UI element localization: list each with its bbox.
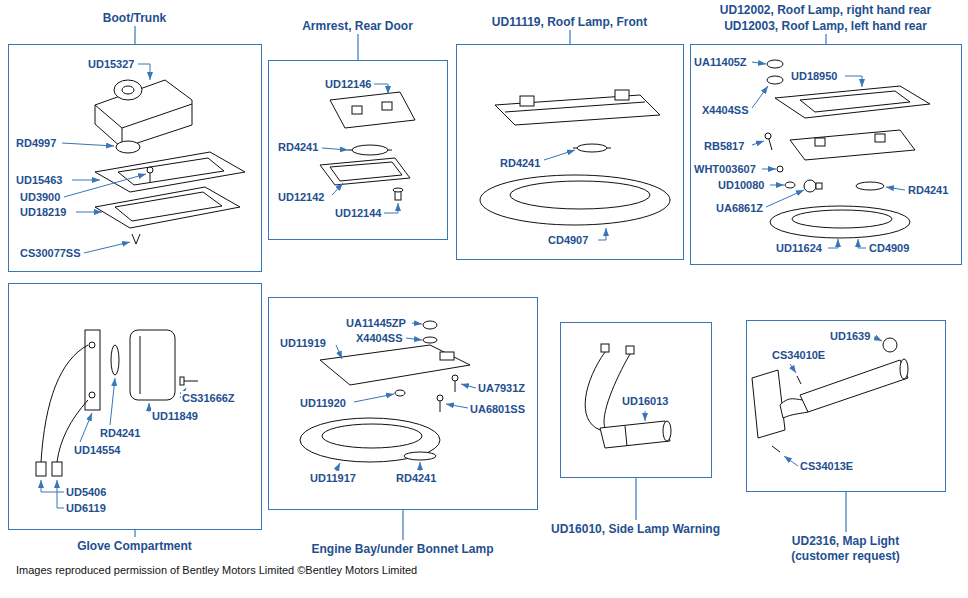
part-number: UD1639 — [829, 329, 871, 343]
part-number: CS30077SS — [19, 246, 82, 260]
side-lamp-drawing — [585, 344, 671, 448]
part-number: UA7931Z — [477, 381, 526, 395]
part-number: UD18950 — [790, 69, 838, 83]
part-number: UD18219 — [19, 205, 67, 219]
part-number: UD11849 — [151, 409, 199, 423]
part-number: RD4241 — [277, 140, 319, 154]
roof-lamp-front-drawing — [480, 90, 670, 225]
part-number: UA11445ZP — [345, 316, 407, 330]
part-number: UD6119 — [65, 501, 107, 515]
part-number: CS34013E — [799, 459, 854, 473]
part-number: UA11405Z — [693, 55, 748, 69]
panel-heading: Engine Bay/under Bonnet Lamp — [309, 542, 495, 557]
part-number: CD4907 — [547, 233, 589, 247]
roof-lamp-rear-drawing — [765, 60, 930, 238]
part-number: UD10080 — [717, 178, 765, 192]
parts-panel: Glove Compartment — [8, 283, 262, 530]
panel-heading: UD11119, Roof Lamp, Front — [490, 15, 649, 30]
armrest-lamp-drawing — [320, 92, 415, 200]
panel-heading: Glove Compartment — [75, 539, 194, 554]
part-number: UD11624 — [775, 241, 823, 255]
part-number: X4404SS — [701, 103, 749, 117]
panel-heading: UD12002, Roof Lamp, right hand rear — [718, 3, 933, 18]
panel-heading: UD12003, Roof Lamp, left hand rear — [722, 19, 929, 34]
part-number: RD4241 — [99, 426, 141, 440]
part-number: UA6801SS — [469, 402, 526, 416]
part-number: CS31666Z — [181, 391, 236, 405]
part-number: UD12144 — [334, 206, 382, 220]
part-number: UD12142 — [277, 190, 325, 204]
part-number: UD15463 — [15, 173, 63, 187]
caption: Images reproduced permission of Bentley … — [16, 563, 417, 577]
map-light-drawing — [752, 338, 908, 452]
parts-panel: Boot/Trunk — [8, 44, 262, 272]
part-number: WHT003607 — [693, 162, 757, 176]
part-number: UD5406 — [65, 485, 107, 499]
part-number: UD16013 — [621, 394, 669, 408]
leader-line — [41, 62, 905, 508]
part-number: CD4909 — [868, 241, 910, 255]
part-number: UD15327 — [87, 57, 135, 71]
panel-heading: Boot/Trunk — [101, 11, 168, 26]
glove-lamp-drawing — [36, 330, 198, 476]
part-number: UD11920 — [299, 396, 347, 410]
part-number: UD3900 — [19, 190, 61, 204]
panel-heading: UD2316, Map Light (customer request) — [778, 534, 914, 564]
parts-panel: UD11119, Roof Lamp, Front — [456, 44, 684, 260]
panel-heading: Armrest, Rear Door — [300, 19, 415, 34]
part-number: RD4241 — [395, 471, 437, 485]
part-number: UD11917 — [309, 471, 357, 485]
part-number: RB5817 — [703, 139, 745, 153]
panel-heading: UD16010, Side Lamp Warning — [549, 522, 722, 537]
part-number: UD11919 — [279, 336, 327, 350]
part-number: UD14554 — [73, 443, 121, 457]
part-number: RD4241 — [907, 183, 949, 197]
part-number: RD4997 — [15, 136, 57, 150]
boot-lamp-drawing — [95, 80, 245, 244]
part-number: UD12146 — [324, 77, 372, 91]
part-number: RD4241 — [499, 156, 541, 170]
part-number: X4404SS — [355, 331, 403, 345]
part-number: CS34010E — [771, 348, 826, 362]
part-number: UA6861Z — [715, 201, 764, 215]
